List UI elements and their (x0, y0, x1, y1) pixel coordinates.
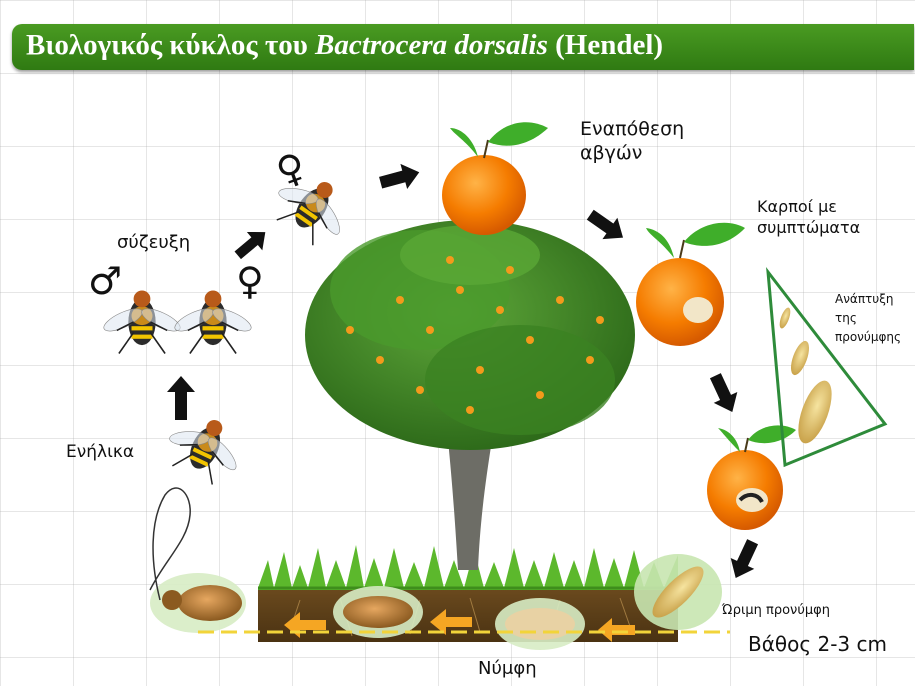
male-symbol: ♂ (88, 259, 123, 303)
label-pupa: Νύμφη (478, 658, 537, 679)
orange-tree (305, 220, 635, 570)
soil-stage-mature-larva (634, 554, 722, 630)
emergence-path (149, 487, 191, 601)
cycle-arrows (167, 163, 759, 578)
label-depth: Βάθος 2-3 cm (748, 632, 887, 656)
female-symbol-mating: ♀ (236, 259, 264, 303)
label-adults: Ενήλικα (66, 442, 135, 462)
soil-stage-pupa-1 (495, 598, 585, 650)
label-mature-larva: Ώριμη προνύμφη (722, 603, 830, 618)
label-mating: σύζευξη (117, 232, 191, 253)
soil-stage-emerging-adult (150, 573, 246, 633)
title-bar (12, 24, 914, 70)
orange-fruit-symptomatic (636, 222, 745, 346)
larva-development-triangle (766, 267, 888, 468)
orange-fruit-egg-laying (442, 122, 548, 235)
page-title: Βιολογικός κύκλος του Bactrocera dorsali… (26, 29, 664, 61)
fly-adult (156, 403, 254, 493)
orange-fruit-larva (707, 425, 796, 530)
fly-pair-mating (100, 289, 255, 355)
soil-stage-pupa-2 (333, 586, 423, 638)
